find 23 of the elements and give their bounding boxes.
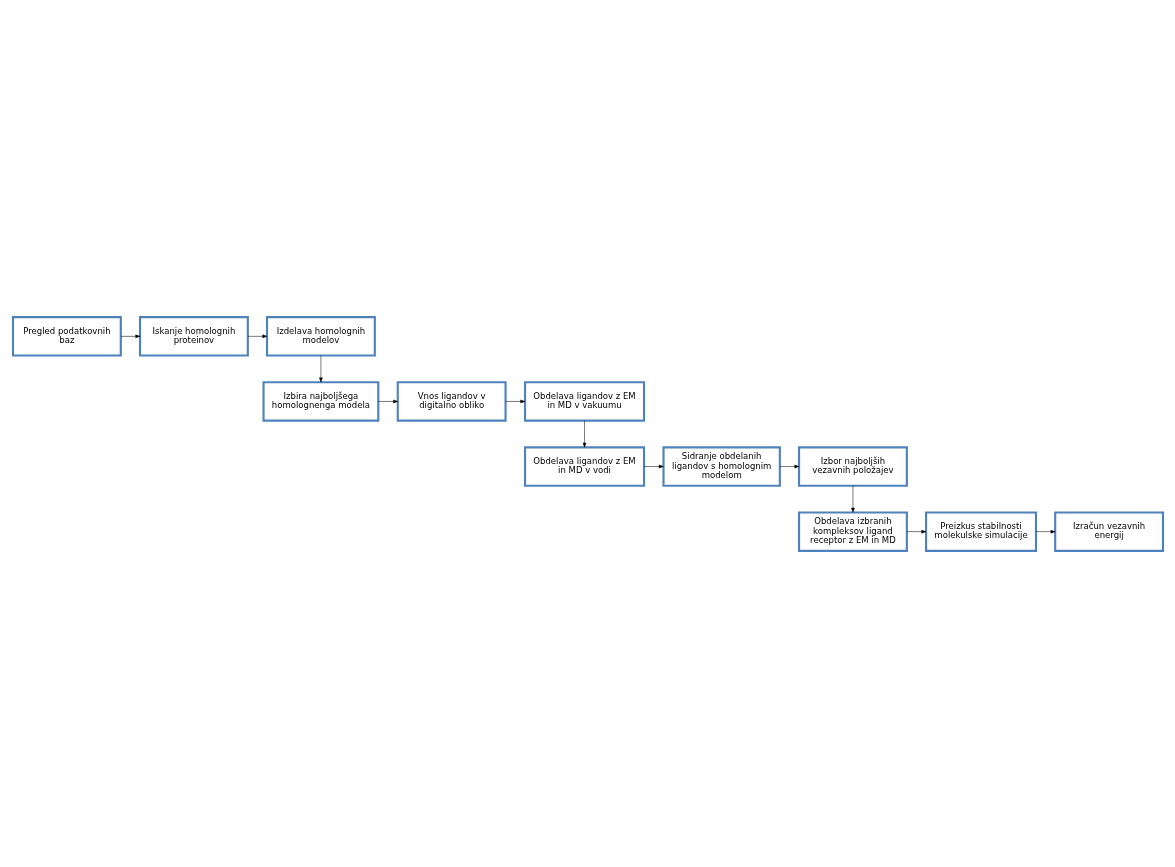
node-box: Izdelava homolognih modelov bbox=[265, 315, 376, 357]
node-box: Iskanje homolognih proteinov bbox=[138, 315, 249, 357]
arrow bbox=[906, 529, 926, 533]
node-box: Pregled podatkovnih baz bbox=[11, 315, 122, 357]
node-box: Izbira najboljšega homolognenga modela bbox=[262, 380, 379, 422]
node-box: Sidranje obdelanih ligandov s homolognim modelom bbox=[661, 445, 781, 487]
arrow bbox=[1035, 529, 1055, 533]
arrow bbox=[850, 485, 855, 513]
node-box: Vnos ligandov v digitalno obliko bbox=[396, 380, 507, 422]
arrow bbox=[377, 399, 398, 403]
node-box: Preizkus stabilnosti molekulske simulacije bbox=[924, 510, 1037, 552]
node-box: Izračun vezavnih energij bbox=[1053, 510, 1164, 552]
arrow bbox=[318, 354, 323, 382]
node-box: Obdelava izbranih kompleksov ligand receptor z EM in MD bbox=[797, 510, 908, 552]
node-box: Izbor najboljših vezavnih položajev bbox=[797, 445, 908, 487]
arrow bbox=[779, 464, 799, 468]
arrow bbox=[643, 464, 664, 468]
arrow bbox=[504, 399, 525, 403]
arrow bbox=[247, 334, 267, 338]
arrow bbox=[582, 419, 586, 447]
node-box: Obdelava ligandov z EM in MD v vakuumu bbox=[523, 380, 645, 422]
node-box: Obdelava ligandov z EM in MD v vodi bbox=[523, 445, 645, 487]
arrow bbox=[120, 334, 140, 338]
